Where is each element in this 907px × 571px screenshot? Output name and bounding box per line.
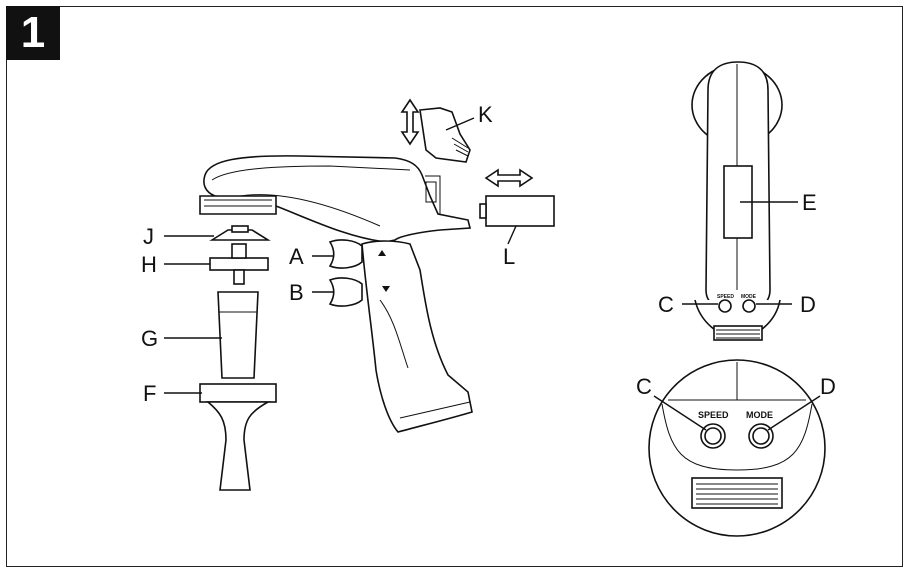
- battery-l: [479, 195, 555, 227]
- filter-h: [209, 243, 269, 285]
- label-b: B: [289, 280, 304, 305]
- label-j: J: [143, 224, 154, 249]
- step-number-badge: 1: [6, 6, 60, 60]
- front-mode-tiny-label: MODE: [741, 294, 757, 300]
- label-k: K: [478, 102, 493, 127]
- label-l: L: [503, 244, 515, 269]
- pipette-front-view: SPEED MODE: [691, 61, 783, 341]
- pipette-side-view: [199, 155, 473, 433]
- up-arrow-icon: [378, 250, 386, 256]
- horizontal-double-arrow-icon: [484, 168, 534, 188]
- front-speed-tiny-label: SPEED: [717, 294, 734, 300]
- zoom-mode-label: MODE: [746, 410, 773, 420]
- label-f: F: [143, 381, 156, 406]
- button-detail-zoom: SPEED MODE: [648, 359, 826, 537]
- filter-holder-j: [209, 225, 271, 241]
- vertical-double-arrow-icon: [400, 98, 420, 146]
- nose-piece-f: [199, 383, 277, 491]
- figure-frame: [6, 6, 903, 567]
- battery-cover-k: [419, 107, 471, 163]
- label-g: G: [141, 326, 158, 351]
- label-c-zoom: C: [636, 374, 652, 399]
- label-e: E: [802, 190, 817, 215]
- leader-lines: [164, 117, 821, 431]
- label-a: A: [289, 244, 304, 269]
- label-d-front: D: [800, 292, 816, 317]
- down-arrow-icon: [382, 286, 390, 292]
- silicone-adapter-g: [217, 291, 259, 379]
- zoom-speed-label: SPEED: [698, 410, 729, 420]
- label-c-front: C: [658, 292, 674, 317]
- label-h: H: [141, 252, 157, 277]
- label-d-zoom: D: [820, 374, 836, 399]
